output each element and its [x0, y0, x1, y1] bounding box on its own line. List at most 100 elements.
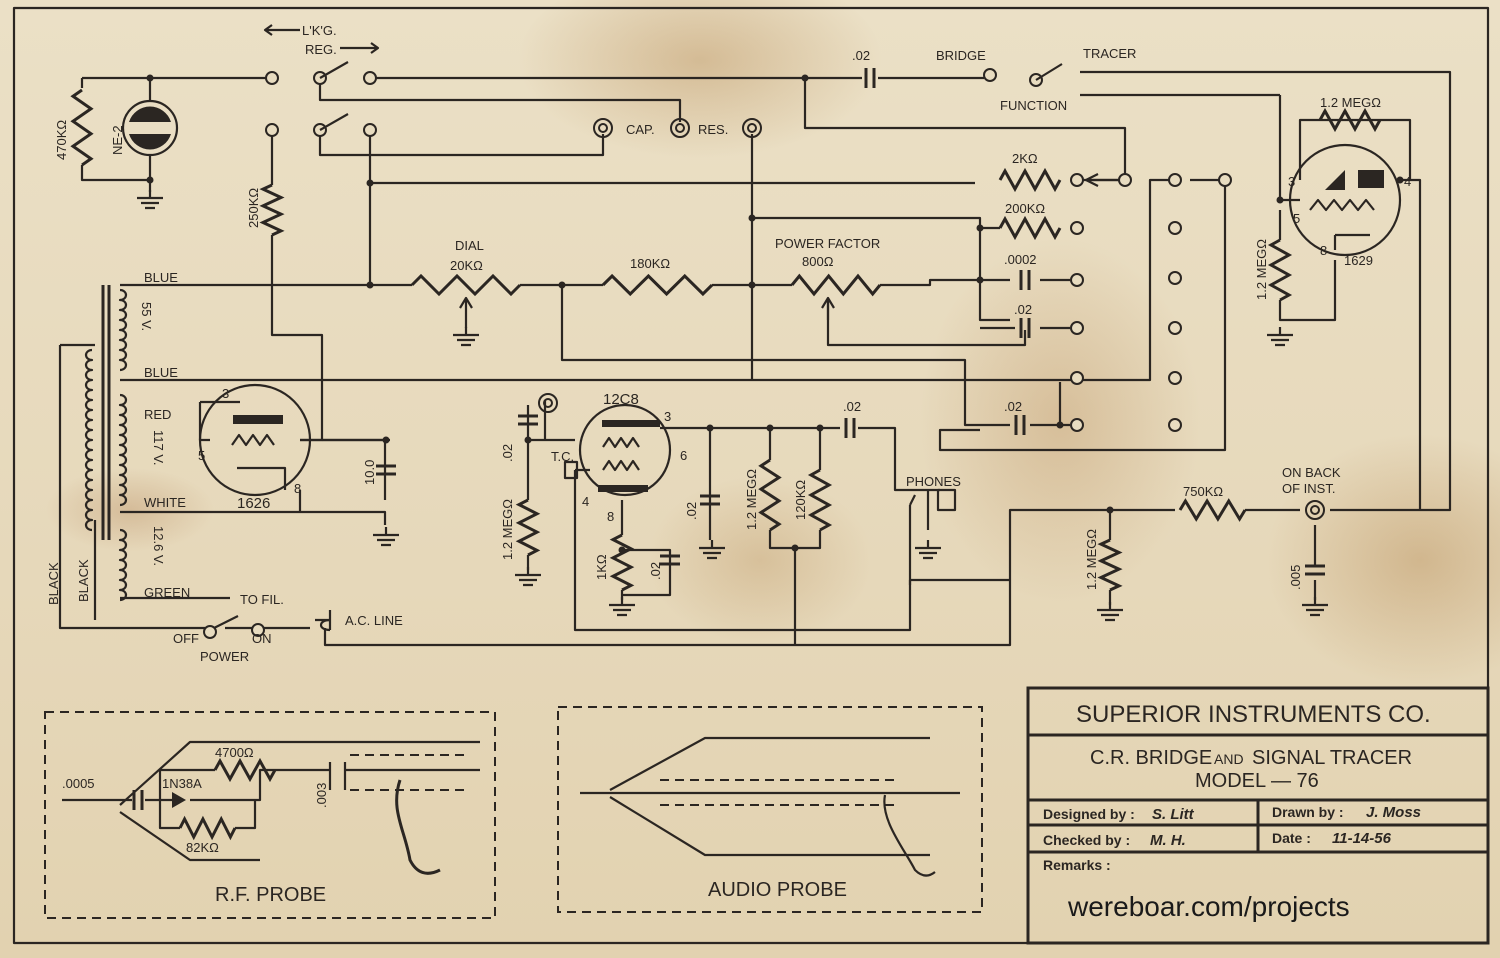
tube1629-pin4: 4 [1404, 174, 1411, 189]
selector-1-terminal[interactable] [1168, 173, 1182, 187]
junction-dot [766, 424, 774, 432]
plate-capacitor-icon [700, 494, 720, 506]
wires [58, 70, 1452, 647]
grid-resistor-label: 1.2 MEGΩ [500, 499, 515, 560]
date-value: 11-14-56 [1332, 830, 1392, 847]
product-title-a: C.R. BRIDGE [1090, 747, 1212, 769]
c02b-terminal[interactable] [1070, 418, 1084, 432]
bridge-label: BRIDGE [936, 48, 986, 63]
junction-dot [791, 544, 799, 552]
bridge-terminal[interactable] [983, 68, 997, 82]
output-capacitor-icon [844, 418, 856, 438]
tube12c8-cathode-resistor-icon [609, 533, 635, 592]
output-ground-icon [1097, 602, 1123, 622]
product-title-and: AND [1214, 751, 1244, 767]
r200k-terminal[interactable] [1070, 221, 1084, 235]
tube12c8-pin6: 6 [680, 448, 687, 463]
junction-dot [1106, 506, 1114, 514]
selector-4-terminal[interactable] [1168, 321, 1182, 335]
checked-by-label: Checked by : [1043, 832, 1130, 848]
junction-dot [748, 281, 756, 289]
date-label: Date : [1272, 830, 1311, 846]
power-on-terminal[interactable] [251, 623, 265, 637]
r2k-resistor-icon [998, 167, 1062, 193]
dial-ground-icon [453, 327, 479, 347]
power-off-terminal[interactable] [203, 625, 217, 639]
bridge-cap-label: .02 [852, 48, 870, 63]
junction-dot [1396, 176, 1404, 184]
junction-dot [748, 214, 756, 222]
cap-jack-icon[interactable] [593, 118, 613, 138]
tube1629-plate-resistor-label: 1.2 MEGΩ [1320, 95, 1381, 110]
power-factor-resistor-label: 800Ω [802, 254, 834, 269]
primary-line-coil-icon [84, 348, 94, 532]
blue1-label: BLUE [144, 270, 178, 285]
r180k-label: 180KΩ [630, 256, 670, 271]
cathode-capacitor-icon [660, 554, 680, 566]
rs-terminal[interactable] [1070, 371, 1084, 385]
input-jack-icon[interactable] [538, 393, 558, 413]
grid-ground-icon [515, 567, 541, 587]
r2k-terminal[interactable] [1070, 173, 1084, 187]
switch-b-terminal[interactable] [265, 123, 279, 137]
c02a-terminal[interactable] [1070, 321, 1084, 335]
components [70, 61, 1404, 841]
output-input-resistor-icon [1097, 538, 1123, 592]
filter-cap-label: 10.0 [362, 460, 377, 485]
title-block [1026, 686, 1490, 945]
tube1626-pin8: 8 [294, 481, 301, 496]
dial-resistor-icon [410, 273, 522, 297]
rf-r4700-label: 4700Ω [215, 745, 254, 760]
blue2-label: BLUE [144, 365, 178, 380]
drawn-by-value: J. Moss [1366, 804, 1421, 821]
switch-a-terminal[interactable] [265, 71, 279, 85]
tube1629-pin3: 3 [1288, 174, 1295, 189]
tube-1629 [1288, 143, 1402, 257]
selector-common-terminal[interactable] [1218, 173, 1232, 187]
lkg-reg-4-terminal[interactable] [363, 123, 377, 137]
cap-terminal-label[interactable]: CAP. [626, 122, 655, 137]
on-back-jack-icon[interactable] [1305, 500, 1325, 520]
primary-55v-coil-icon [118, 288, 128, 372]
rf-c0005-label: .0005 [62, 776, 95, 791]
rf-probe-title: R.F. PROBE [215, 884, 326, 906]
lkg-reg-2-terminal[interactable] [363, 71, 377, 85]
r250k-label: 250KΩ [246, 188, 261, 228]
selector-2-terminal[interactable] [1168, 221, 1182, 235]
v117-label: 117 V. [151, 430, 166, 465]
filter-capacitor-icon [376, 464, 396, 476]
selector-5-terminal[interactable] [1168, 371, 1182, 385]
r200k-label: 200KΩ [1005, 201, 1045, 216]
filter-ground-icon [373, 527, 399, 547]
tube-1626 [198, 383, 312, 497]
selector-3-terminal[interactable] [1168, 271, 1182, 285]
cathode-ground-icon [609, 597, 635, 617]
junction-dot [382, 436, 390, 444]
ne2-label: NE-2 [110, 125, 125, 155]
junction-dot [1276, 196, 1284, 204]
selector-6-terminal[interactable] [1168, 418, 1182, 432]
tracer-label: TRACER [1083, 46, 1136, 61]
function-wiper-arrow-icon[interactable] [1085, 173, 1122, 187]
c0002-terminal[interactable] [1070, 273, 1084, 287]
res-2-jack-icon[interactable] [742, 118, 762, 138]
res-terminal-label[interactable]: RES. [698, 122, 728, 137]
r2k-label: 2KΩ [1012, 151, 1038, 166]
tube1626-pin3: 3 [222, 386, 229, 401]
red-label: RED [144, 407, 171, 422]
r200k-resistor-icon [998, 215, 1062, 241]
junction-dot [366, 179, 374, 187]
power-label: POWER [200, 649, 249, 664]
c005-label: .005 [1288, 565, 1303, 590]
dial-wiper-arrow-icon[interactable] [459, 296, 473, 328]
tube12c8-pin3: 3 [664, 409, 671, 424]
power-factor-wiper-arrow-icon[interactable] [821, 296, 835, 320]
res-jack-icon[interactable] [670, 118, 690, 138]
phones-jack-icon[interactable] [909, 488, 957, 530]
switch-blade-icon[interactable] [209, 61, 1063, 631]
watermark: wereboar.com/projects [1067, 891, 1350, 922]
function-common-terminal[interactable] [1118, 173, 1132, 187]
secondary-12v-coil-icon [118, 528, 128, 602]
